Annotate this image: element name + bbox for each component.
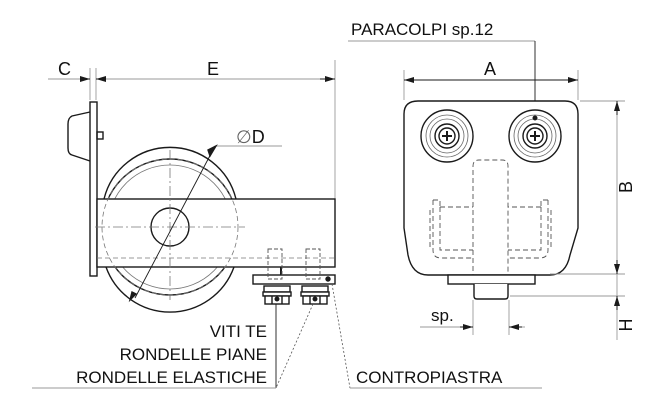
- dimension-label-c: C: [58, 59, 71, 79]
- dimension-label-b: B: [616, 181, 636, 194]
- dimension-label-a: A: [484, 59, 497, 79]
- counter-plate: [252, 274, 336, 285]
- callout-rondelle-piane: RONDELLE PIANE: [119, 345, 267, 364]
- diameter-icon: ∅: [236, 127, 252, 147]
- dimension-label-e: E: [207, 59, 220, 79]
- front-counter-plate: [447, 274, 536, 285]
- callout-rondelle-elastiche: RONDELLE ELASTICHE: [76, 368, 267, 387]
- callout-paracolpi: PARACOLPI sp.12: [351, 20, 494, 39]
- callout-viti-te: VITI TE: [209, 322, 267, 341]
- dimension-label-h: H: [616, 318, 636, 332]
- bolt-2: [300, 248, 330, 305]
- carriage-body: [96, 198, 336, 268]
- callout-contropiastra: CONTROPIASTRA: [356, 368, 503, 387]
- front-body: [403, 100, 579, 276]
- bumper-profile: [67, 111, 91, 162]
- wheel-left: [420, 109, 474, 163]
- dimension-label-sp: sp.: [431, 306, 454, 325]
- wheel-right: [508, 109, 562, 163]
- dimension-label-d: ∅D: [236, 127, 265, 147]
- side-view: [32, 60, 542, 389]
- front-view: [348, 40, 625, 340]
- bolt-1: [262, 248, 292, 305]
- bumper-tab: [473, 284, 509, 300]
- mounting-plate: [89, 101, 98, 277]
